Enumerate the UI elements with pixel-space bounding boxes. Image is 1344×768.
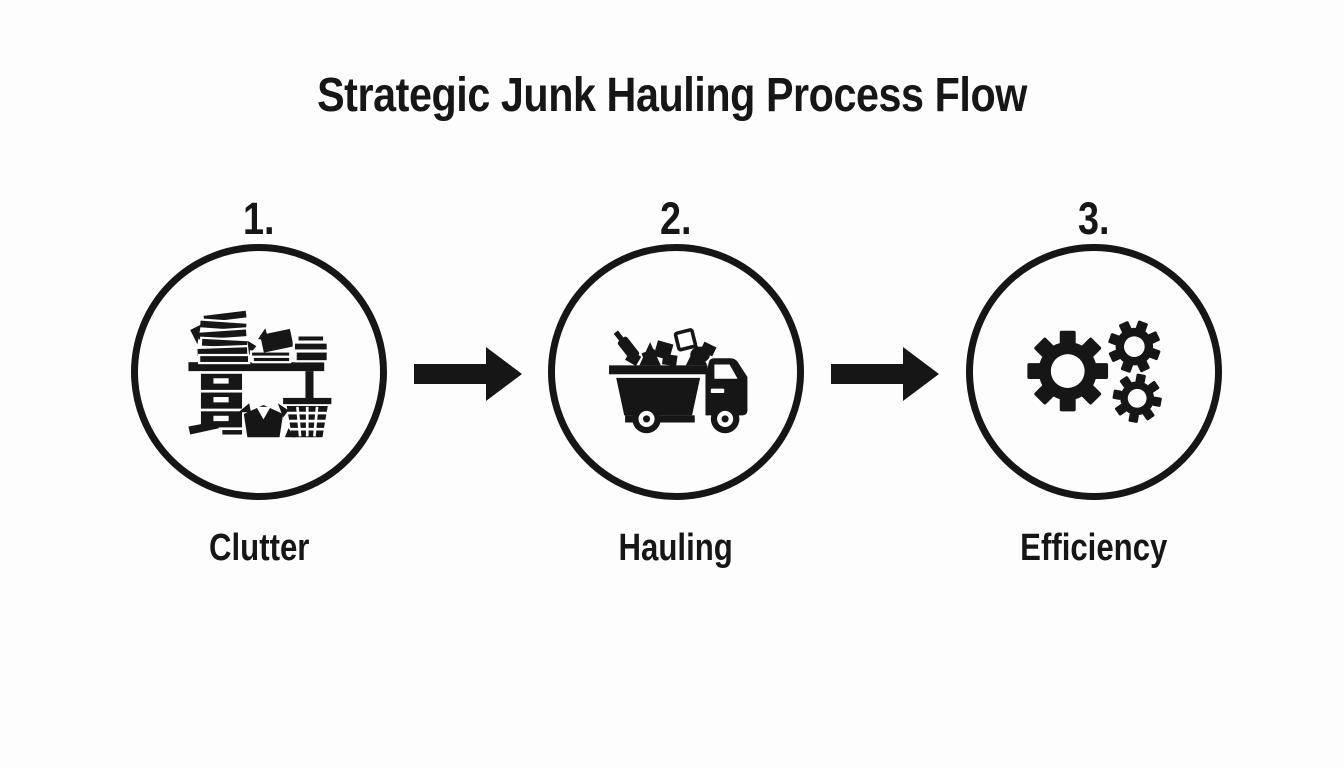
step-label: Efficiency — [1020, 527, 1168, 569]
page-title: Strategic Junk Hauling Process Flow — [317, 69, 1027, 122]
step-clutter: 1. — [119, 196, 399, 567]
step-hauling: 2. — [536, 196, 816, 567]
step-number: 2. — [660, 193, 692, 244]
cluttered-desk-icon — [188, 308, 332, 438]
step-circle — [548, 244, 804, 500]
step-label: Hauling — [618, 527, 734, 569]
junk-hauling-truck-icon — [609, 327, 748, 433]
flow-arrow-icon — [831, 347, 939, 401]
step-number: 3. — [1078, 193, 1110, 244]
step-efficiency: 3. — [954, 196, 1234, 567]
step-circle — [131, 244, 387, 500]
step-label: Clutter — [208, 527, 310, 569]
step-number: 1. — [243, 193, 275, 244]
step-circle — [966, 244, 1222, 500]
gears-icon — [1027, 320, 1162, 423]
flow-arrow-icon — [414, 347, 522, 401]
